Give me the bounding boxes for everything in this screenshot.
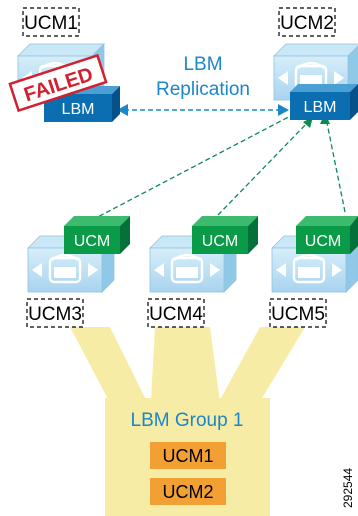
group-member-1: UCM1 — [150, 442, 226, 469]
ucm5-label-box — [269, 298, 327, 328]
ucm4-node: UCM UCM4 — [147, 216, 258, 328]
ucm4-module-label: UCM — [202, 233, 238, 250]
ucm5-label: UCM5 — [271, 304, 325, 325]
group-title: LBM Group 1 — [131, 410, 244, 431]
figure-id: 292544 — [341, 468, 355, 508]
ucm4-label: UCM4 — [149, 304, 203, 325]
group-member-2-label: UCM2 — [162, 482, 213, 502]
ucm3-label-box — [26, 298, 84, 328]
ucm3-module-label: UCM — [74, 233, 110, 250]
group-member-1-label: UCM1 — [162, 446, 213, 466]
ucm2-lbm-label: LBM — [304, 99, 337, 116]
replication-line1: LBM — [183, 54, 222, 75]
ucm3-label: UCM3 — [28, 304, 82, 325]
ucm1-node: LBM FAILED UCM1 — [8, 7, 120, 122]
ucm3-ucm-module: UCM — [64, 216, 130, 254]
ucm5-module-label: UCM — [305, 233, 341, 250]
ucm2-node: UCM2 LBM — [272, 7, 358, 120]
group-member-2: UCM2 — [150, 478, 226, 505]
replication-links — [91, 111, 346, 221]
ucm5-ucm-module: UCM — [296, 216, 358, 254]
ucm1-label-box — [22, 7, 80, 37]
ucm4-ucm-module: UCM — [192, 216, 258, 254]
replication-line2: Replication — [156, 79, 250, 100]
ucm2-label: UCM2 — [280, 13, 334, 34]
ucm4-label-box — [147, 298, 205, 328]
lbm-replication-arrow — [117, 104, 289, 116]
ucm2-label-box — [278, 7, 336, 37]
ucm2-lbm-module: LBM — [290, 84, 358, 120]
ucm5-node: UCM UCM5 — [269, 216, 358, 328]
ucm1-lbm-label: LBM — [62, 101, 95, 118]
ucm1-label: UCM1 — [24, 13, 78, 34]
ucm3-node: UCM UCM3 — [26, 216, 130, 328]
